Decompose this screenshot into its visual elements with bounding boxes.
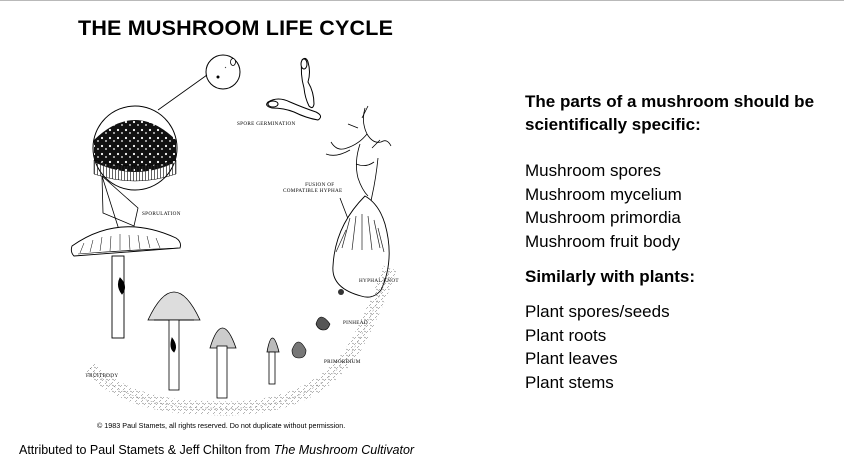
list-item: Mushroom fruit body [525,230,835,254]
book-title: The Mushroom Cultivator [274,443,414,457]
life-cycle-illustration [60,48,420,418]
label-primordium: PRIMORDIUM [324,359,361,365]
list-item: Plant spores/seeds [525,300,835,324]
plant-parts-list: Plant spores/seeds Plant roots Plant lea… [525,300,835,394]
label-spore-germination: SPORE GERMINATION [237,121,296,127]
attribution-prefix: Attributed to Paul Stamets & Jeff Chilto… [19,443,274,457]
hyphal-knot [338,289,344,295]
heading-mushroom-parts: The parts of a mushroom should be scient… [525,90,835,136]
label-hyphal-knot: HYPHAL KNOT [359,278,399,284]
spore-magnification [206,55,240,89]
heading-plant-parts: Similarly with plants: [525,265,835,288]
label-sporulation: SPORULATION [142,211,181,217]
label-pinhead: PINHEAD [343,320,368,326]
list-item: Mushroom primordia [525,206,835,230]
text-panel: The parts of a mushroom should be scient… [525,90,835,394]
germinating-spores [267,58,321,120]
diagram-title: THE MUSHROOM LIFE CYCLE [78,16,393,41]
attribution-caption: Attributed to Paul Stamets & Jeff Chilto… [19,443,414,457]
list-item: Mushroom mycelium [525,183,835,207]
pinhead [316,317,330,330]
list-item: Plant stems [525,371,835,395]
top-border [0,0,844,1]
primordium [292,342,306,358]
copyright-notice: © 1983 Paul Stamets, all rights reserved… [97,421,345,430]
mushroom-parts-list: Mushroom spores Mushroom mycelium Mushro… [525,159,835,253]
list-item: Plant leaves [525,347,835,371]
young-mushroom-medium [210,328,236,398]
label-fruitbody: FRUITBODY [86,373,118,379]
label-fusion-line2: COMPATIBLE HYPHAE [283,188,343,194]
label-fusion-of-compatible-hyphae: FUSION OF COMPATIBLE HYPHAE [297,182,343,194]
list-item: Mushroom spores [525,159,835,183]
mature-mushroom [71,227,180,338]
young-mushroom-small [267,338,279,384]
list-item: Plant roots [525,324,835,348]
opening-mushroom [148,292,200,390]
